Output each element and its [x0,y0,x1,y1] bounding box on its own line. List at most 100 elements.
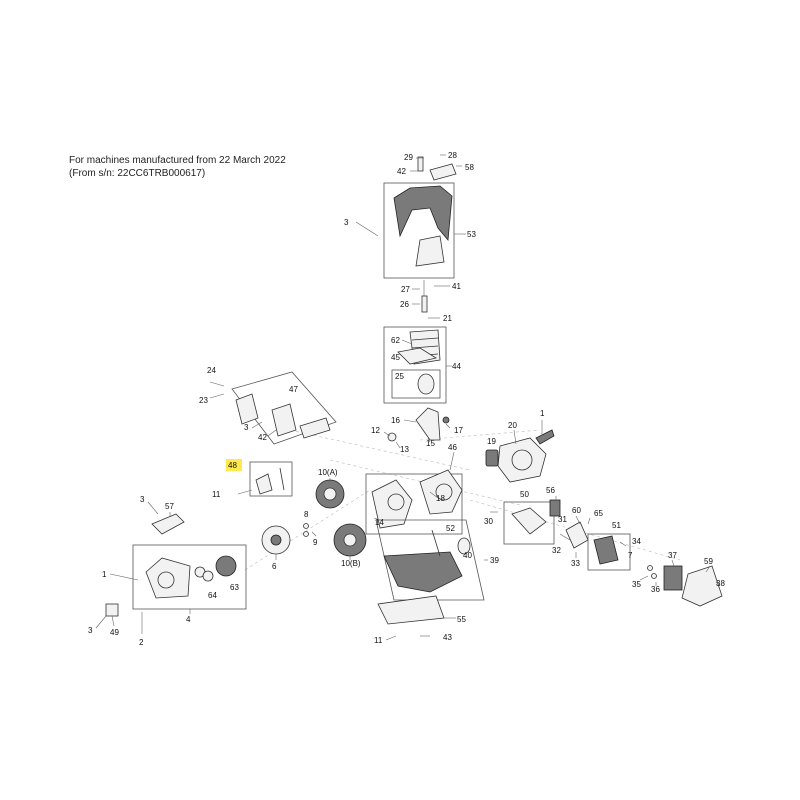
callout-16: 16 [391,416,400,425]
guard-parts [95,501,185,629]
cover-grille-part [415,235,445,267]
switch-assembly [237,461,293,497]
callout-9: 9 [313,538,318,547]
bearing-right-part [442,416,450,424]
bearing-64b [202,570,214,582]
fuel-tank-assembly [375,519,488,641]
callout-50: 50 [520,490,529,499]
callout-58: 58 [465,163,474,172]
piston-part [417,373,435,395]
top-cover-part [393,185,453,241]
fuel-tank-part [383,551,463,593]
callout-12: 12 [371,426,380,435]
primer-part [485,449,499,467]
cylinder-group-box [383,326,447,404]
callout-43: 43 [443,633,452,642]
callout-17: 17 [454,426,463,435]
callout-18: 18 [436,494,445,503]
carburettor-assembly [490,496,571,545]
callout-10b: 10(B) [341,559,361,568]
callout-19: 19 [487,437,496,446]
cover-cap-part [429,163,457,181]
callout-25: 25 [395,372,404,381]
starter-handle-part [535,429,555,445]
callout-41: 41 [452,282,461,291]
callout-33: 33 [571,559,580,568]
fuel-tank-group-box [375,519,485,601]
callout-42-ignition: 42 [258,433,267,442]
note-line-1: For machines manufactured from 22 March … [69,155,286,166]
callout-11: 11 [212,490,221,499]
callout-8: 8 [304,510,309,519]
note-line-2: (From s/n: 22CC6TRB000617) [69,168,206,179]
callout-57: 57 [165,502,174,511]
gasket-56-part [549,499,561,517]
callout-28: 28 [448,151,457,160]
muffler-part [681,565,723,607]
callout-63: 63 [230,583,239,592]
gear-head-group-box [132,544,247,610]
callout-55: 55 [457,615,466,624]
ignition-cover-part [235,393,259,425]
clamp-part [105,603,119,617]
crankcase-assembly [365,451,463,535]
callout-47: 47 [289,385,298,394]
callout-14: 14 [375,518,384,527]
callout-3-ignition: 3 [244,423,249,432]
callout-64: 64 [208,591,217,600]
callout-48: 48 [228,461,237,470]
carburettor-group-box [503,501,555,545]
callout-27: 27 [401,285,410,294]
callout-36: 36 [651,585,660,594]
flywheel-parts [315,478,367,560]
callout-13: 13 [400,445,409,454]
callout-39: 39 [490,556,499,565]
gear-head-assembly [109,544,247,634]
callout-23: 23 [199,396,208,405]
cover-group-box [383,182,455,279]
callout-32: 32 [552,546,561,555]
callout-20: 20 [508,421,517,430]
callout-44: 44 [452,362,461,371]
callout-53: 53 [467,230,476,239]
tank-guard-part [377,595,445,625]
callout-42: 42 [397,167,406,176]
callout-1-gear: 1 [102,570,107,579]
callout-40: 40 [463,551,472,560]
callout-10a: 10(A) [318,468,338,477]
starter-assembly [485,420,555,483]
bearing-left-part [387,432,397,442]
cover-screw-part [417,156,424,172]
callout-29: 29 [404,153,413,162]
crankshaft-assembly [383,407,451,449]
callout-38: 38 [716,579,725,588]
switch-group-box [249,461,293,497]
callout-52: 52 [446,524,455,533]
crankshaft-part [415,407,441,441]
callout-11-tank: 11 [374,636,383,645]
clutch-assembly [261,523,317,560]
callout-1-starter: 1 [540,409,545,418]
callout-62: 62 [391,336,400,345]
callout-60: 60 [572,506,581,515]
air-filter-cover-part [593,535,619,565]
callout-21: 21 [443,314,452,323]
callout-3-clamp: 3 [88,626,93,635]
callout-37: 37 [668,551,677,560]
callout-3-guard: 3 [140,495,145,504]
fuel-cap-part [457,537,471,555]
ignition-bracket-part [299,417,331,439]
air-filter-group-box [587,533,631,571]
callout-56: 56 [546,486,555,495]
callout-35: 35 [632,580,641,589]
muffler-assembly [639,559,723,607]
callout-34: 34 [632,537,641,546]
crankcase-group-box [365,473,463,535]
cylinder-gasket-part [397,347,438,365]
cover-assembly [355,154,466,319]
ignition-cover-assembly [209,371,337,445]
cylinder-assembly [383,326,452,404]
callout-46: 46 [448,443,457,452]
callout-45: 45 [391,353,400,362]
